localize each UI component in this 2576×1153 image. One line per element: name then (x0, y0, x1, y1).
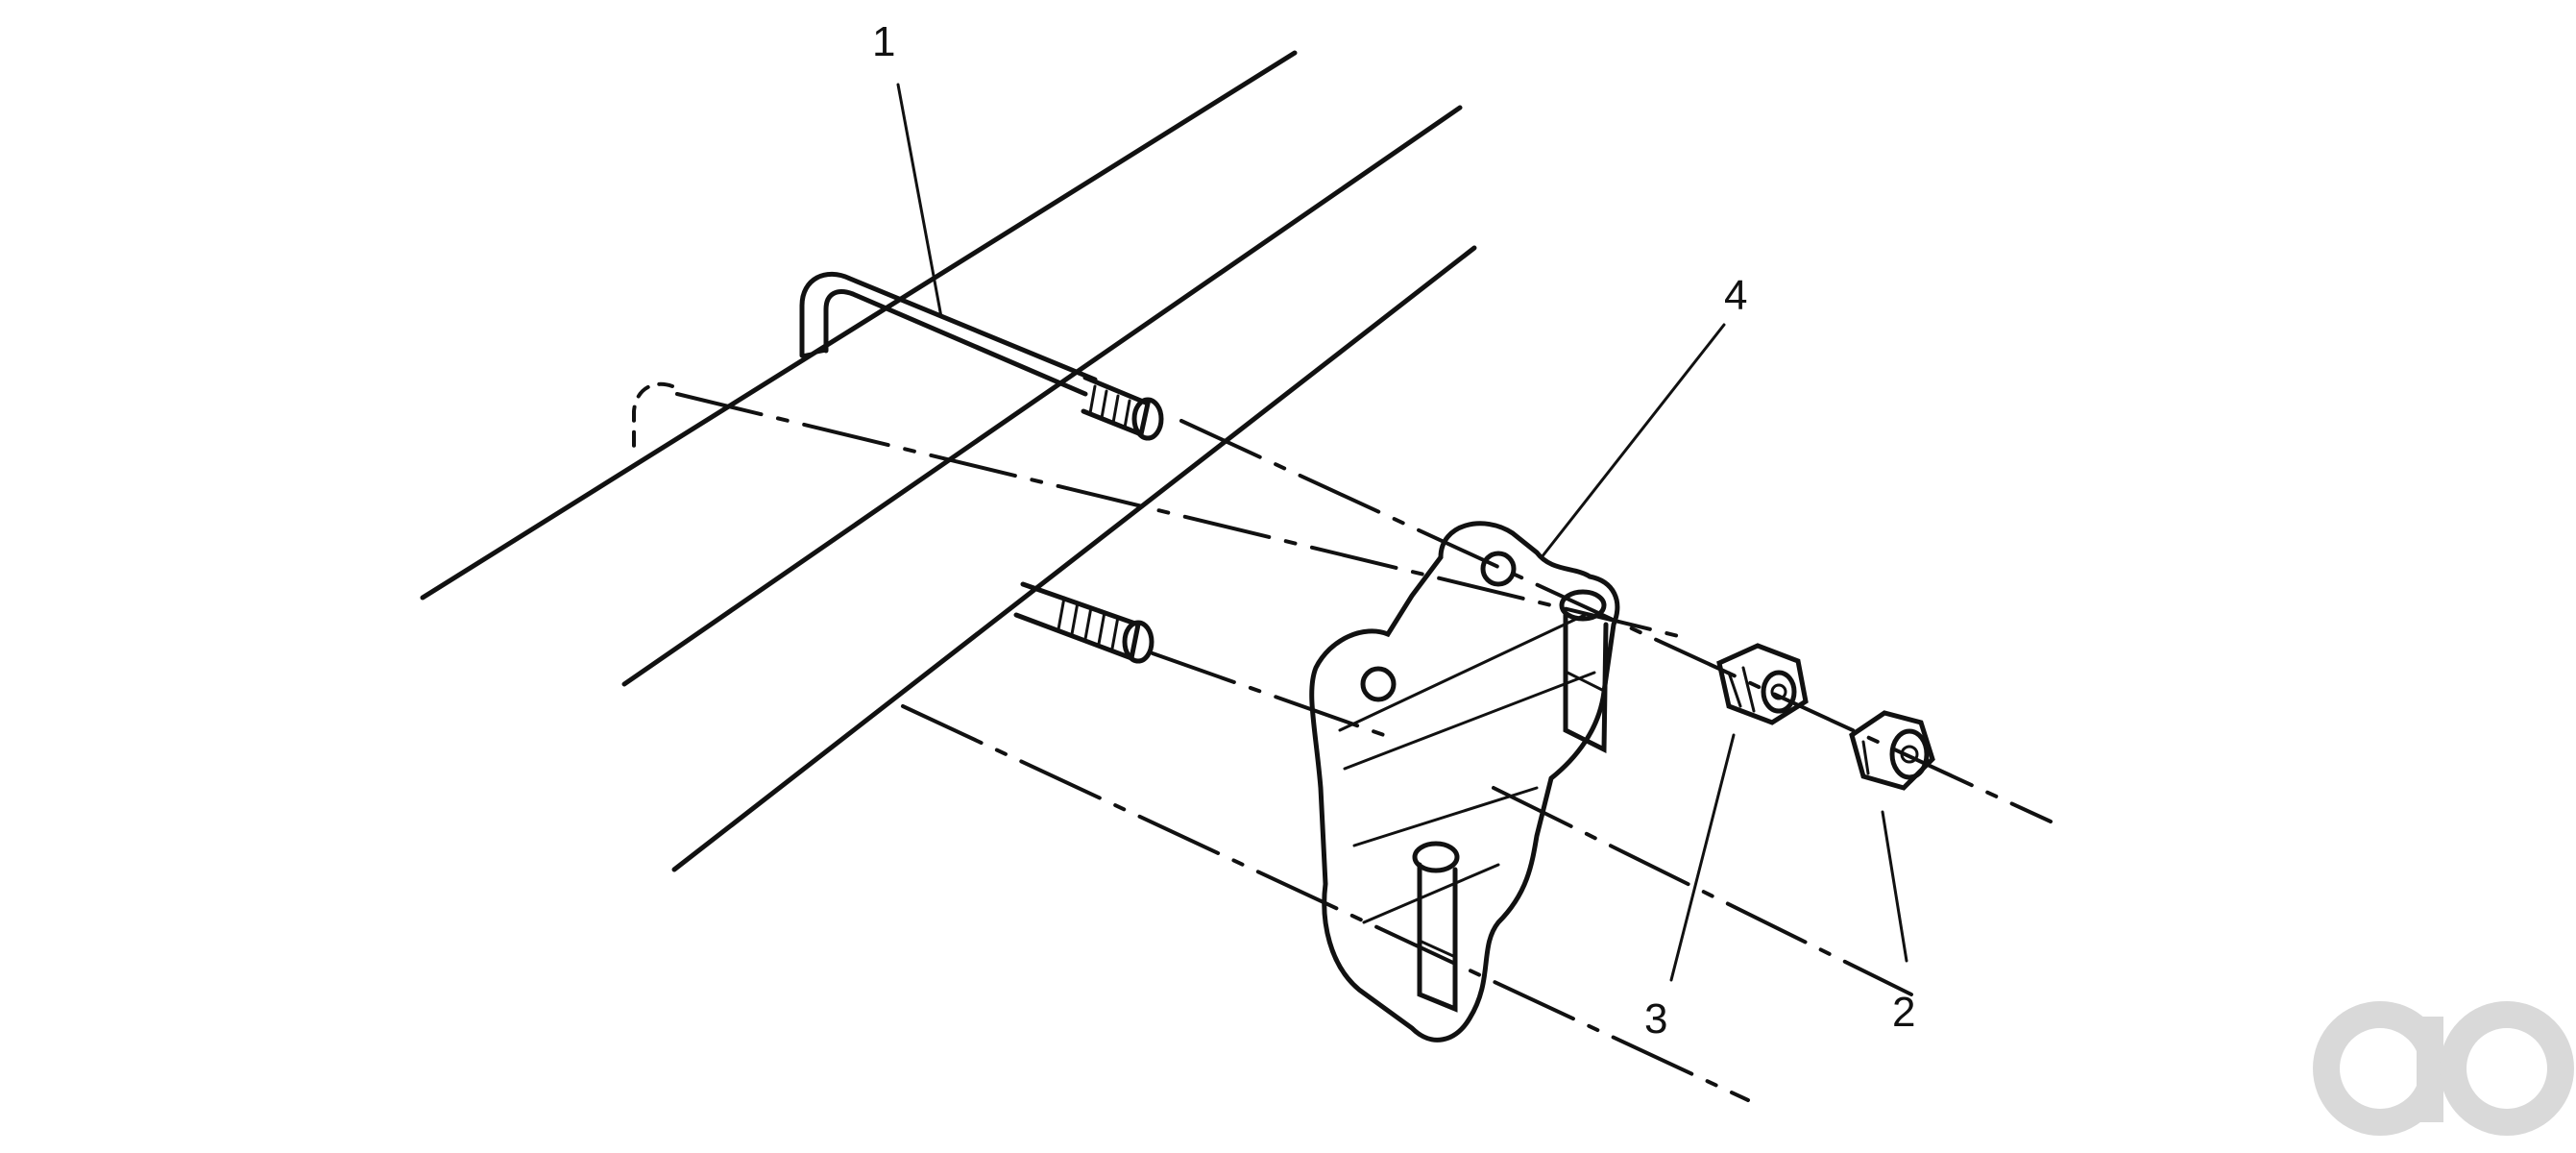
callout-4: 4 (1724, 272, 1747, 319)
mounting-bracket-icon (1309, 521, 1620, 1043)
u-bolt-icon (799, 271, 1164, 664)
callout-3: 3 (1644, 995, 1667, 1043)
callout-2: 2 (1892, 989, 1915, 1036)
leader-lines (896, 83, 1908, 982)
frame-rail-lines (420, 50, 1477, 872)
callout-1: 1 (872, 18, 895, 65)
spacer-nut-icon (1716, 643, 1809, 725)
hex-nut-icon (1849, 710, 1935, 791)
u-bolt-phantom-outline (632, 381, 674, 454)
logo-watermark-icon (2313, 1001, 2574, 1136)
